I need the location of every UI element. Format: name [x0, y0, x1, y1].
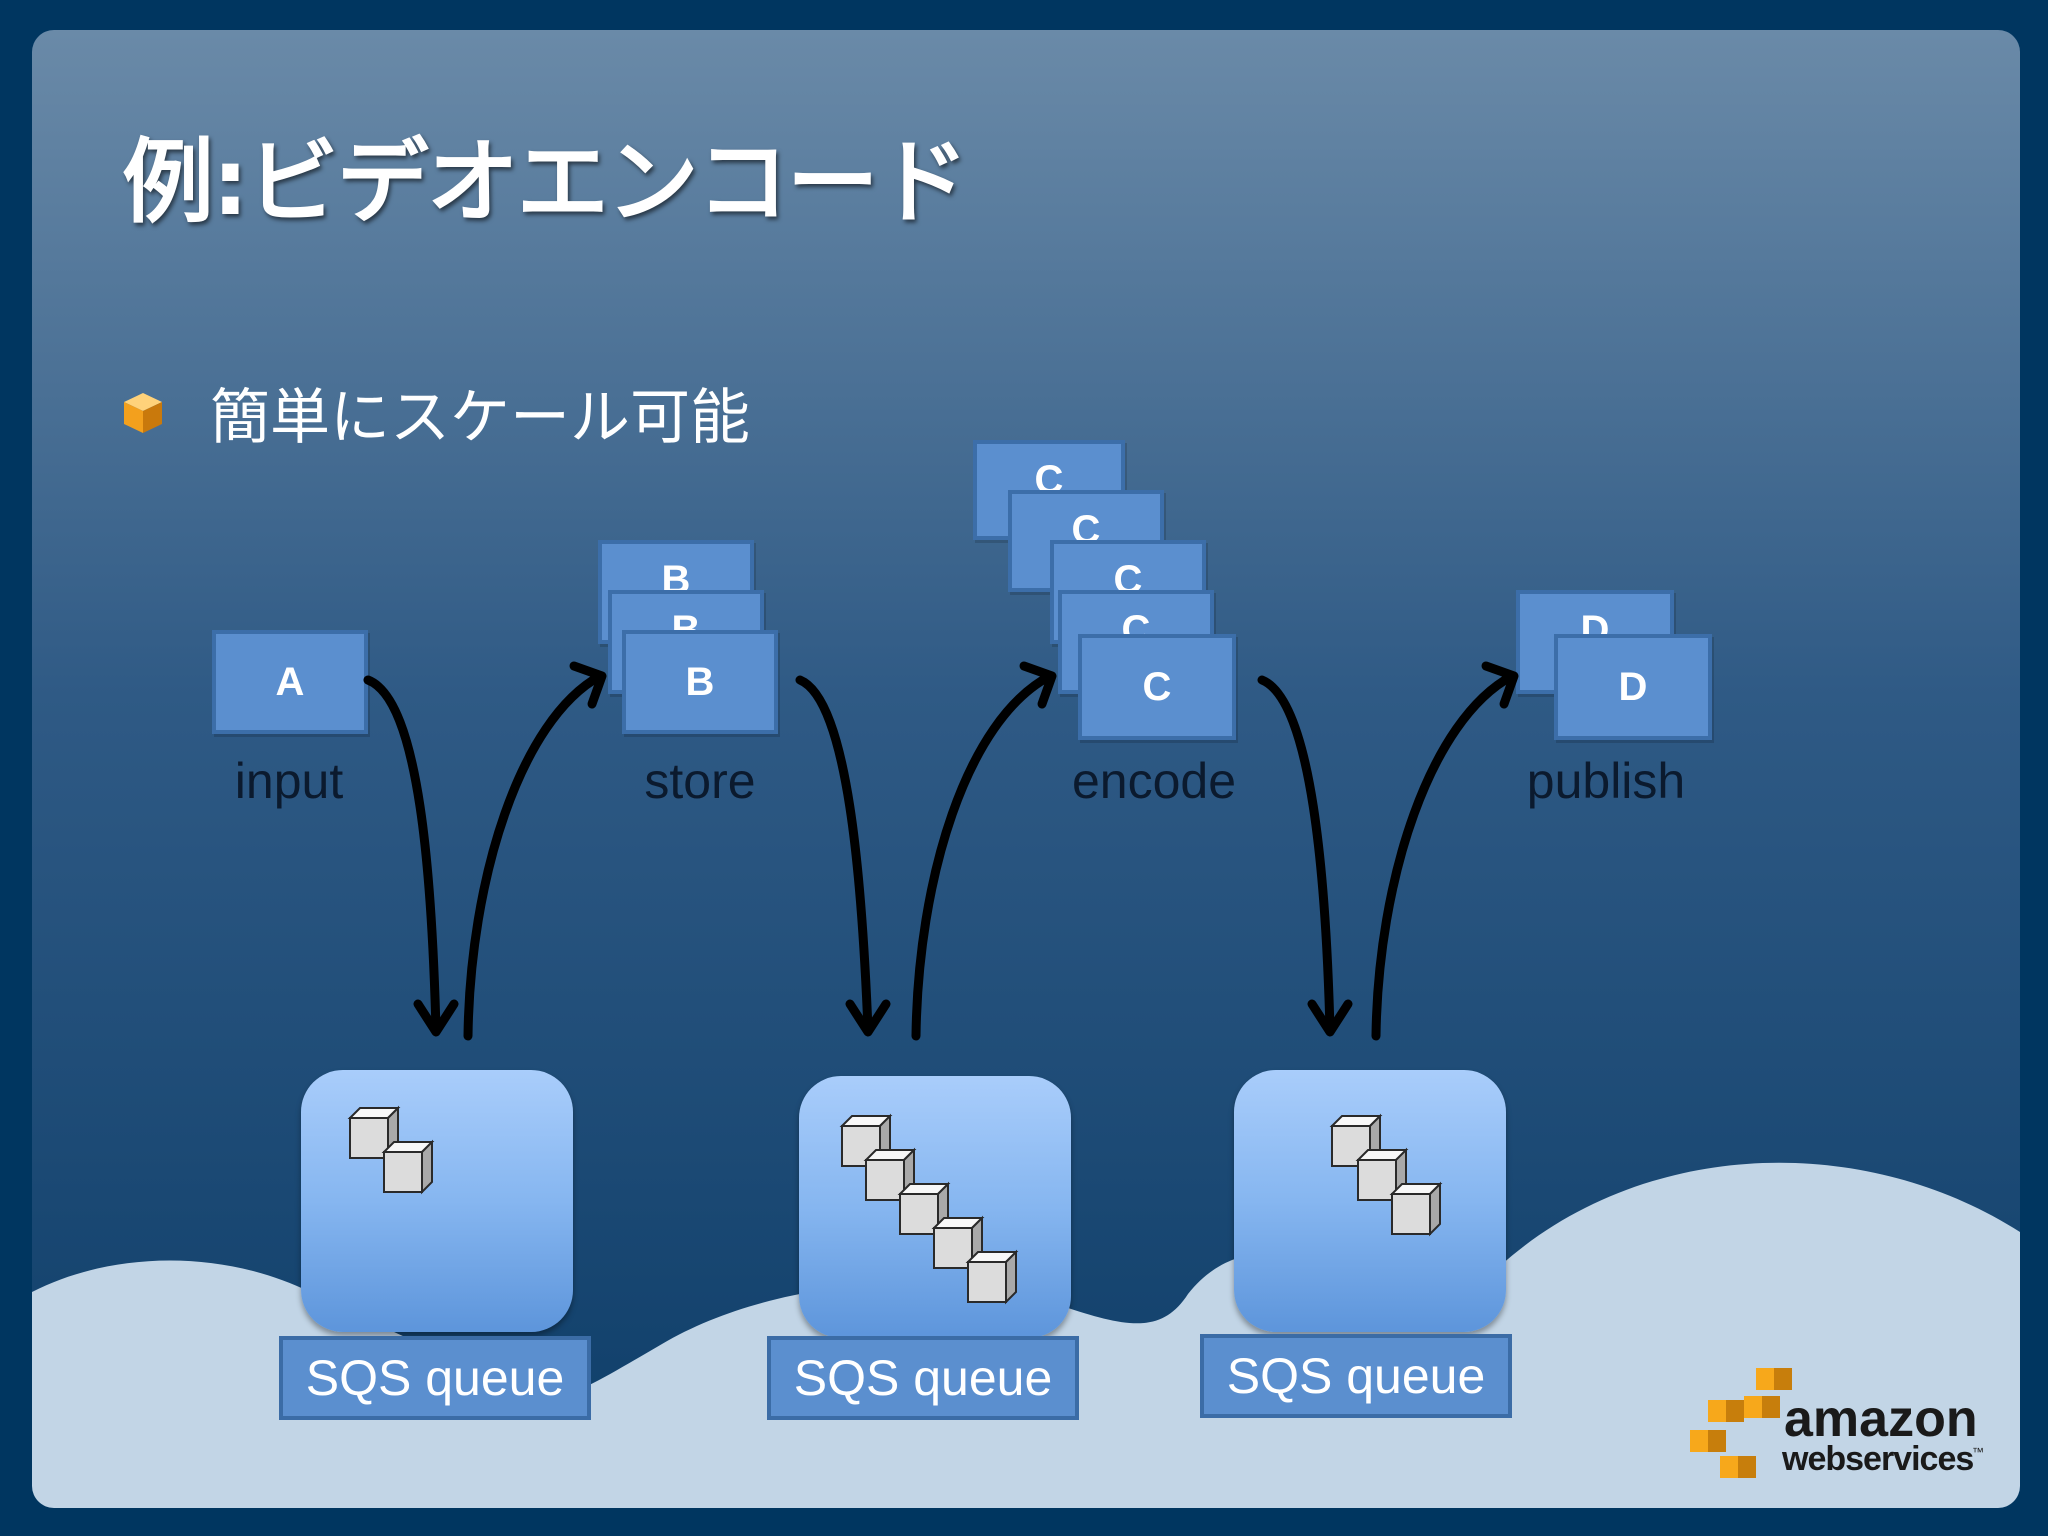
stage-label-store: store: [644, 753, 756, 809]
aws-logo-cubes: [1690, 1368, 1792, 1478]
stage-box-c: C: [1078, 634, 1236, 740]
cube-bullet-icon: [124, 393, 162, 433]
aws-cubes-icon: amazon webservices ™: [1690, 1368, 1984, 1478]
bullet-text: 簡単にスケール可能: [210, 382, 750, 453]
stage-label-publish: publish: [1526, 753, 1686, 809]
stage-label-input: input: [234, 753, 344, 809]
aws-logo-tagline: webservices: [1781, 1440, 1973, 1478]
sqs-queue-label: SQS queue: [279, 1336, 591, 1420]
aws-logo-trademark: ™: [1972, 1445, 1984, 1459]
slide-title: 例:ビデオエンコード: [122, 129, 969, 236]
stage-label-encode: encode: [1071, 753, 1237, 809]
stage-box-b: B: [622, 630, 778, 734]
sqs-queue-icon: [1234, 1070, 1506, 1332]
bullet-item: 簡単にスケール可能: [120, 372, 750, 453]
sqs-queue-label: SQS queue: [1200, 1334, 1512, 1418]
sqs-queue-label: SQS queue: [767, 1336, 1079, 1420]
stage-box-d: D: [1554, 634, 1712, 740]
stage-box-a: A: [212, 630, 368, 734]
aws-logo: amazon webservices ™: [1690, 1364, 1990, 1484]
aws-logo-name: amazon: [1784, 1390, 1978, 1448]
sqs-queue-icon: [799, 1076, 1071, 1338]
sqs-queue-icon: [301, 1070, 573, 1332]
